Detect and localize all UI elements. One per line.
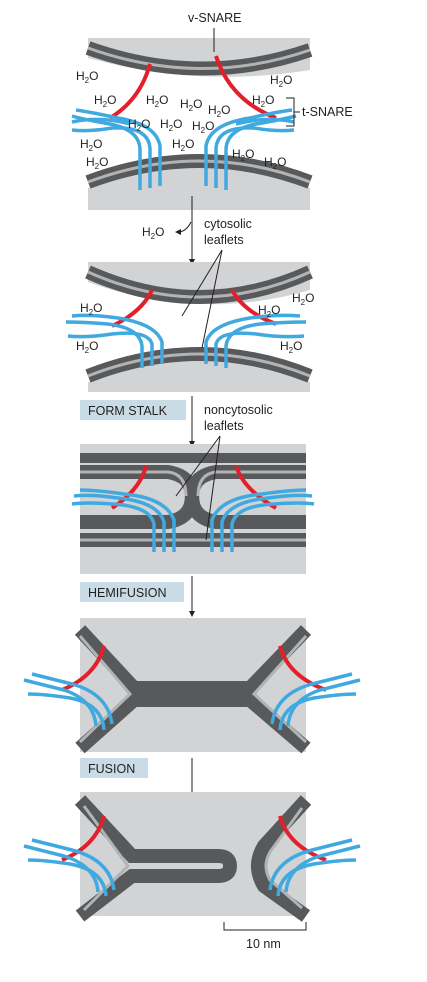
- t-snare-right: [204, 313, 307, 368]
- noncytosolic-label-line2: leaflets: [204, 419, 244, 433]
- transition-4: FUSION: [80, 758, 195, 803]
- transition-1: H2O cytosolic leaflets: [142, 196, 252, 265]
- step-box-form-stalk: [80, 400, 186, 420]
- svg-text:H2O: H2O: [264, 155, 286, 171]
- water-molecules: H2O H2O H2O H2O H2O H2O H2O H2O H2O H2O …: [76, 69, 292, 171]
- svg-text:H2O: H2O: [146, 93, 168, 109]
- svg-text:H2O: H2O: [80, 137, 102, 153]
- svg-text:H2O: H2O: [76, 69, 98, 85]
- svg-text:H2O: H2O: [172, 137, 194, 153]
- svg-text:H2O: H2O: [280, 339, 302, 355]
- stage-hemifusion: [23, 618, 361, 754]
- target-membrane-gap: [87, 159, 311, 184]
- svg-text:H2O: H2O: [128, 117, 150, 133]
- transition-2: FORM STALK noncytosolic leaflets: [80, 396, 273, 447]
- v-snare-left: [111, 289, 154, 328]
- svg-text:H2O: H2O: [94, 93, 116, 109]
- step-label-hemifusion: HEMIFUSION: [88, 586, 166, 600]
- water-molecules: H2O H2O H2O H2O H2O: [76, 291, 314, 355]
- svg-text:H2O: H2O: [258, 303, 280, 319]
- t-snare-left: [65, 313, 164, 368]
- target-lumen: [88, 361, 310, 392]
- stage-stalk: [71, 435, 315, 574]
- stage-docked: H2O H2O H2O H2O H2O H2O H2O H2O H2O H2O …: [71, 11, 353, 210]
- t-snare-bracket: [286, 97, 300, 127]
- svg-text:H2O: H2O: [292, 291, 314, 307]
- svg-text:H2O: H2O: [76, 339, 98, 355]
- step-label-fusion: FUSION: [88, 762, 135, 776]
- svg-text:H2O: H2O: [80, 301, 102, 317]
- step-label-form-stalk: FORM STALK: [88, 404, 168, 418]
- cytosolic-label-line1: cytosolic: [204, 217, 252, 231]
- svg-text:H2O: H2O: [160, 117, 182, 133]
- vesicle-membrane-gap: [87, 46, 311, 70]
- noncytosolic-label-line1: noncytosolic: [204, 403, 273, 417]
- t-snare-left: [71, 108, 162, 190]
- transition-3: HEMIFUSION: [80, 576, 195, 617]
- svg-text:H2O: H2O: [180, 97, 202, 113]
- svg-text:H2O: H2O: [208, 103, 230, 119]
- vesicle-membrane-gap: [87, 270, 311, 299]
- stage-fusion: [23, 792, 361, 922]
- svg-text:H2O: H2O: [192, 119, 214, 135]
- svg-text:H2O: H2O: [252, 93, 274, 109]
- t-snare-right: [204, 108, 297, 190]
- scale-bar-label: 10 nm: [246, 937, 281, 951]
- scale-bar: 10 nm: [223, 922, 307, 951]
- target-membrane-gap: [87, 352, 311, 378]
- t-snare-label: t-SNARE: [302, 105, 353, 119]
- v-snare-label: v-SNARE: [188, 11, 241, 25]
- svg-text:H2O: H2O: [232, 147, 254, 163]
- expelled-water: H2O: [142, 225, 164, 241]
- svg-text:H2O: H2O: [86, 155, 108, 171]
- step-box-hemifusion: [80, 582, 184, 602]
- step-box-fusion: [80, 758, 148, 778]
- target-lumen: [88, 167, 310, 210]
- svg-text:H2O: H2O: [270, 73, 292, 89]
- cytosolic-leaflet-pointers: [181, 249, 223, 349]
- stage-apposed: H2O H2O H2O H2O H2O: [65, 249, 314, 392]
- cytosolic-label-line2: leaflets: [204, 233, 244, 247]
- v-snare-left: [108, 63, 152, 120]
